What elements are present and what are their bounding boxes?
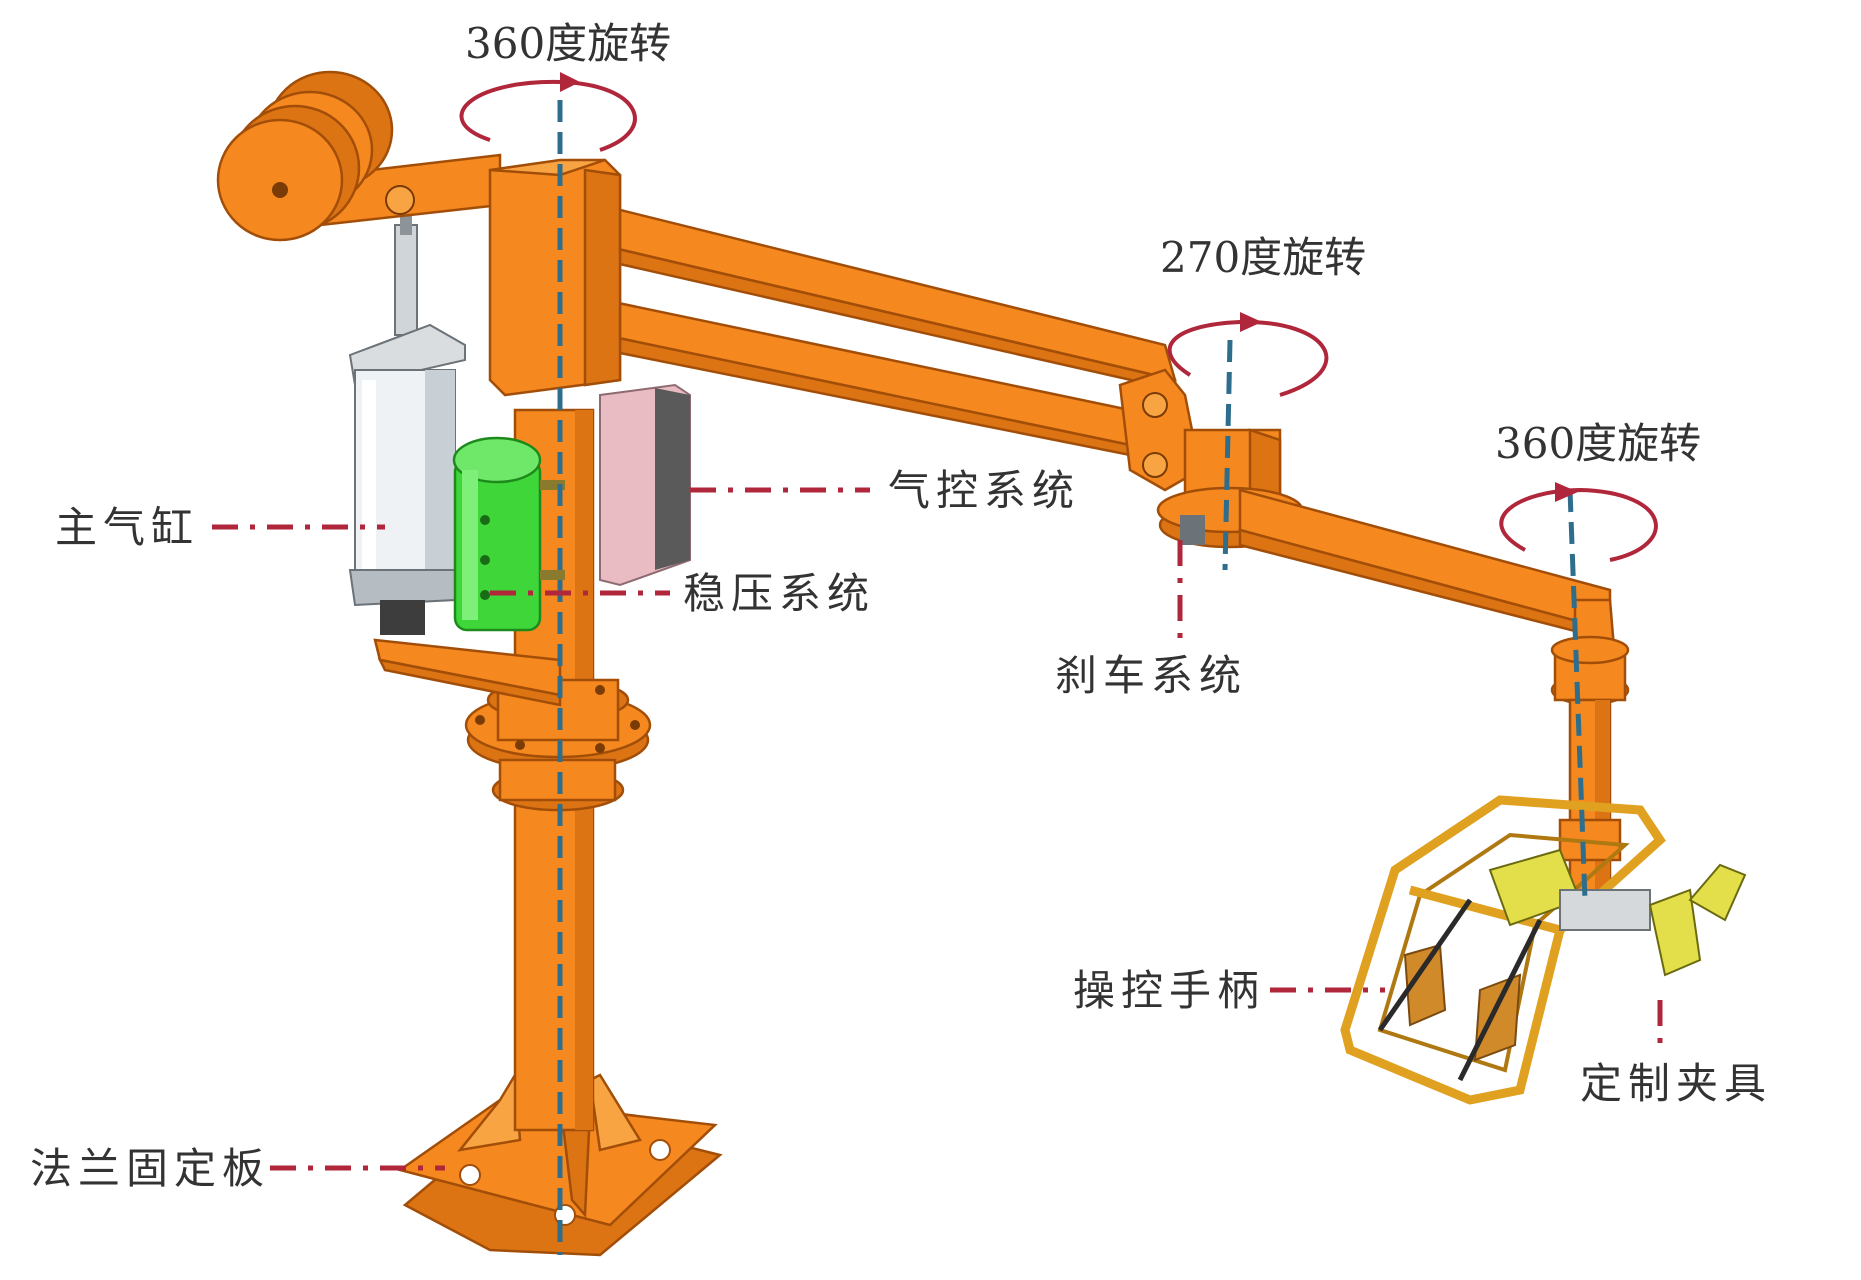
custom-fixture [1340,795,1747,1105]
rotation-arrows [459,72,1658,562]
label-brake-system: 刹车系统 [1055,651,1247,700]
label-main-cylinder: 主气缸 [55,503,199,552]
wrist-rotation-arrow [1499,487,1658,562]
label-base-rotation: 360度旋转 [465,19,671,68]
rotation-axes [557,100,1588,1255]
label-pneumatic-control: 气控系统 [888,466,1080,515]
elbow-rotation-axis [1222,339,1233,571]
elbow-rotation-arrow [1167,319,1329,397]
component-labels: 主气缸 气控系统 稳压系统 刹车系统 操控手柄 定制夹具 法兰固定板 [30,466,1772,1193]
wrist-rotation-axis [1567,489,1588,901]
rotation-labels: 360度旋转 270度旋转 360度旋转 [465,19,1701,468]
base-rotation-arrowhead [560,72,580,92]
label-control-handle: 操控手柄 [1073,966,1265,1015]
label-flange-plate: 法兰固定板 [30,1144,270,1193]
wrist-rotation-arrowhead [1555,482,1578,502]
cylinder-bracket [373,638,562,707]
forearm [1238,488,1617,662]
label-custom-fixture: 定制夹具 [1580,1059,1772,1108]
label-elbow-rotation: 270度旋转 [1160,233,1366,282]
label-pressure-regulation: 稳压系统 [683,569,875,618]
label-wrist-rotation: 360度旋转 [1495,419,1701,468]
main-column [464,408,652,1132]
elbow-rotation-arrowhead [1240,312,1262,332]
main-cylinder [348,215,466,635]
base-rotation-arrow [459,79,637,152]
leader-lines [212,487,1663,1171]
control-box [599,383,691,587]
elbow-joint [1118,368,1304,549]
regulator-tank [452,436,565,632]
upper-arm [216,70,1177,457]
